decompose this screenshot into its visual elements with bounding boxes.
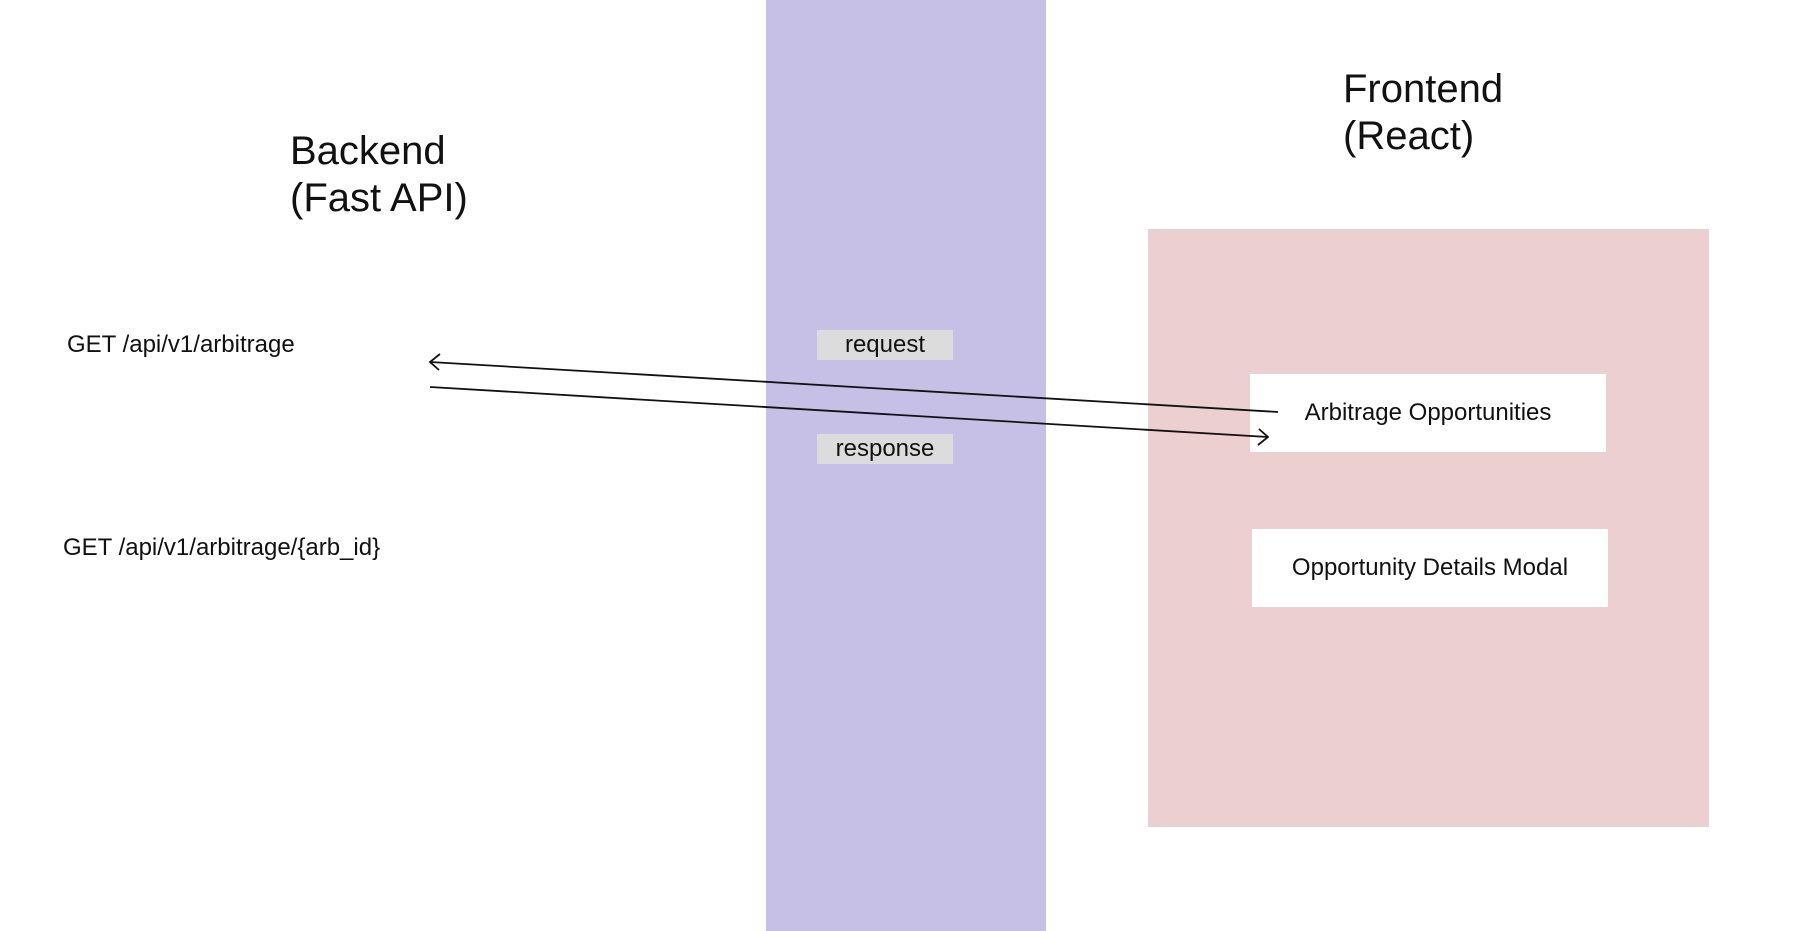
opportunity-details-modal-component: Opportunity Details Modal <box>1252 529 1608 607</box>
backend-title: Backend (Fast API) <box>290 129 468 220</box>
transport-band <box>766 0 1046 931</box>
frontend-title: Frontend (React) <box>1343 67 1504 158</box>
response-label: response <box>817 434 953 464</box>
request-label: request <box>817 330 953 360</box>
opportunity-details-modal-label: Opportunity Details Modal <box>1291 554 1569 581</box>
frontend-panel <box>1148 229 1709 827</box>
arbitrage-opportunities-component: Arbitrage Opportunities <box>1250 374 1606 452</box>
arbitrage-opportunities-label: Arbitrage Opportunities <box>1304 399 1552 426</box>
request-arrowhead <box>428 353 441 371</box>
endpoint-list-arbitrage: GET /api/v1/arbitrage <box>67 331 295 358</box>
endpoint-get-arbitrage-by-id: GET /api/v1/arbitrage/{arb_id} <box>63 534 381 561</box>
